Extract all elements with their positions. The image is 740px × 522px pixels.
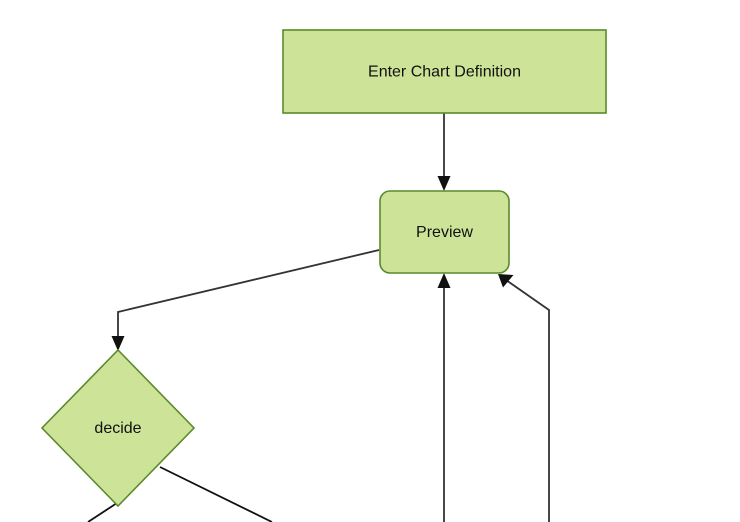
node-decide[interactable]: decide [40,348,196,508]
edge-return-right-to-preview-line [505,279,550,522]
edge-preview-to-decide [111,249,380,351]
edge-layer [87,113,550,522]
node-enter-chart-definition[interactable]: Enter Chart Definition [282,29,607,114]
edge-return-right-to-preview-arrowhead [498,274,514,288]
edge-return-right-to-preview [498,274,550,522]
node-preview-shape[interactable] [379,190,510,274]
node-preview[interactable]: Preview [379,190,510,274]
node-layer: Enter Chart Definition Preview decide [40,29,607,508]
edge-decide-right-out [159,466,273,522]
edge-return-center-to-preview [437,273,451,522]
edge-preview-to-decide-line [117,249,380,341]
edge-enter-to-preview [437,113,451,191]
edge-return-center-to-preview-arrowhead [437,273,451,288]
edge-decide-right-out-line [159,466,273,522]
edge-enter-to-preview-arrowhead [437,176,451,191]
edge-decide-bottom-out [87,502,118,522]
edge-decide-bottom-out-line [87,502,118,522]
node-enter-chart-definition-shape[interactable] [282,29,607,114]
node-decide-shape[interactable] [40,348,196,508]
edge-preview-to-decide-arrowhead [111,336,125,351]
